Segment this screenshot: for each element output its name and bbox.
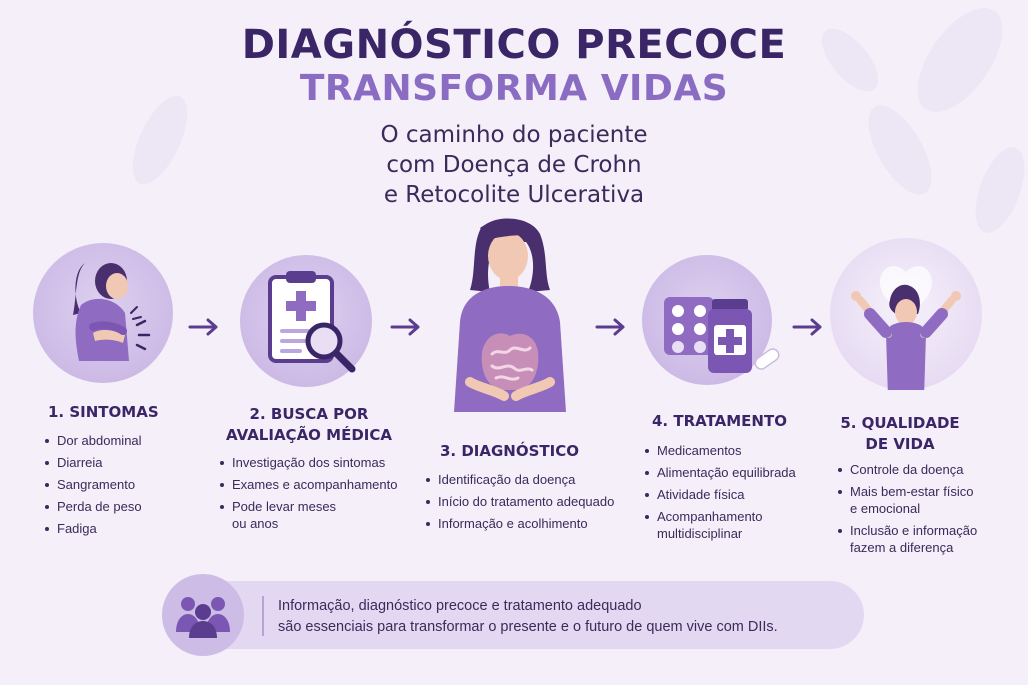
step-4-title: 4. TRATAMENTO <box>652 412 787 430</box>
step-2-illustration <box>240 255 372 387</box>
step-4-illustration <box>642 255 780 385</box>
banner-line: Informação, diagnóstico precoce e tratam… <box>278 598 642 614</box>
list-item: Início do tratamento adequado <box>424 493 624 510</box>
banner-line: são essenciais para transformar o presen… <box>278 619 778 635</box>
step-1-illustration <box>33 243 173 383</box>
list-item: Alimentação equilibrada <box>643 464 813 481</box>
step-1-title: 1. SINTOMAS <box>48 403 159 421</box>
people-group-icon <box>176 597 230 638</box>
info-banner <box>168 581 864 649</box>
woman-abdominal-pain-icon <box>73 263 151 361</box>
step-title-line: DE VIDA <box>865 435 935 453</box>
list-item: Perda de peso <box>43 498 193 515</box>
step-3-list: Identificação da doença Início do tratam… <box>424 471 624 537</box>
step-5-title: 5. QUALIDADE DE VIDA <box>830 413 970 455</box>
step-1-list: Dor abdominal Diarreia Sangramento Perda… <box>43 432 193 542</box>
step-4-list: Medicamentos Alimentação equilibrada Ati… <box>643 442 813 547</box>
list-item: Diarreia <box>43 454 193 471</box>
list-item: Investigação dos sintomas <box>218 454 408 471</box>
step-2-title: 2. BUSCA POR AVALIAÇÃO MÉDICA <box>226 404 392 446</box>
banner-divider <box>262 596 264 636</box>
step-title-line: 5. QUALIDADE <box>840 414 960 432</box>
medication-bottle-icon <box>664 297 780 373</box>
list-item: Dor abdominal <box>43 432 193 449</box>
banner-icon-circle <box>162 574 244 656</box>
page-subtitle: O caminho do paciente com Doença de Croh… <box>314 120 714 210</box>
arrow-right-icon <box>595 318 625 336</box>
list-item: Pode levar meses ou anos <box>218 498 408 532</box>
list-item: Fadiga <box>43 520 193 537</box>
subtitle-line: e Retocolite Ulcerativa <box>383 182 645 208</box>
step-title-line: AVALIAÇÃO MÉDICA <box>226 426 392 444</box>
step-3-illustration <box>440 212 580 432</box>
list-item: Informação e acolhimento <box>424 515 624 532</box>
list-item: Inclusão e informação fazem a diferença <box>836 522 1011 556</box>
subtitle-line: O caminho do paciente <box>380 122 648 148</box>
page-title: DIAGNÓSTICO PRECOCE <box>241 22 787 68</box>
page-title-secondary: TRANSFORMA VIDAS <box>299 68 729 109</box>
step-2-list: Investigação dos sintomas Exames e acomp… <box>218 454 408 537</box>
step-title-line: 2. BUSCA POR <box>249 405 369 423</box>
list-item: Atividade física <box>643 486 813 503</box>
step-5-list: Controle da doença Mais bem-estar físico… <box>836 461 1011 561</box>
banner-text: Informação, diagnóstico precoce e tratam… <box>278 596 848 638</box>
woman-intestine-icon <box>454 218 566 412</box>
clipboard-magnifier-icon <box>268 271 356 373</box>
arrow-right-icon <box>188 318 218 336</box>
happy-woman-arms-raised-icon <box>851 266 961 398</box>
list-item: Controle da doença <box>836 461 1011 478</box>
list-item: Identificação da doença <box>424 471 624 488</box>
arrow-right-icon <box>792 318 822 336</box>
step-3-title: 3. DIAGNÓSTICO <box>440 442 579 460</box>
step-5-illustration <box>830 238 982 398</box>
subtitle-line: com Doença de Crohn <box>386 152 642 178</box>
list-item: Acompanhamento multidisciplinar <box>643 508 813 542</box>
list-item: Medicamentos <box>643 442 813 459</box>
list-item: Sangramento <box>43 476 193 493</box>
arrow-right-icon <box>390 318 420 336</box>
list-item: Mais bem-estar físico e emocional <box>836 483 1011 517</box>
list-item: Exames e acompanhamento <box>218 476 408 493</box>
